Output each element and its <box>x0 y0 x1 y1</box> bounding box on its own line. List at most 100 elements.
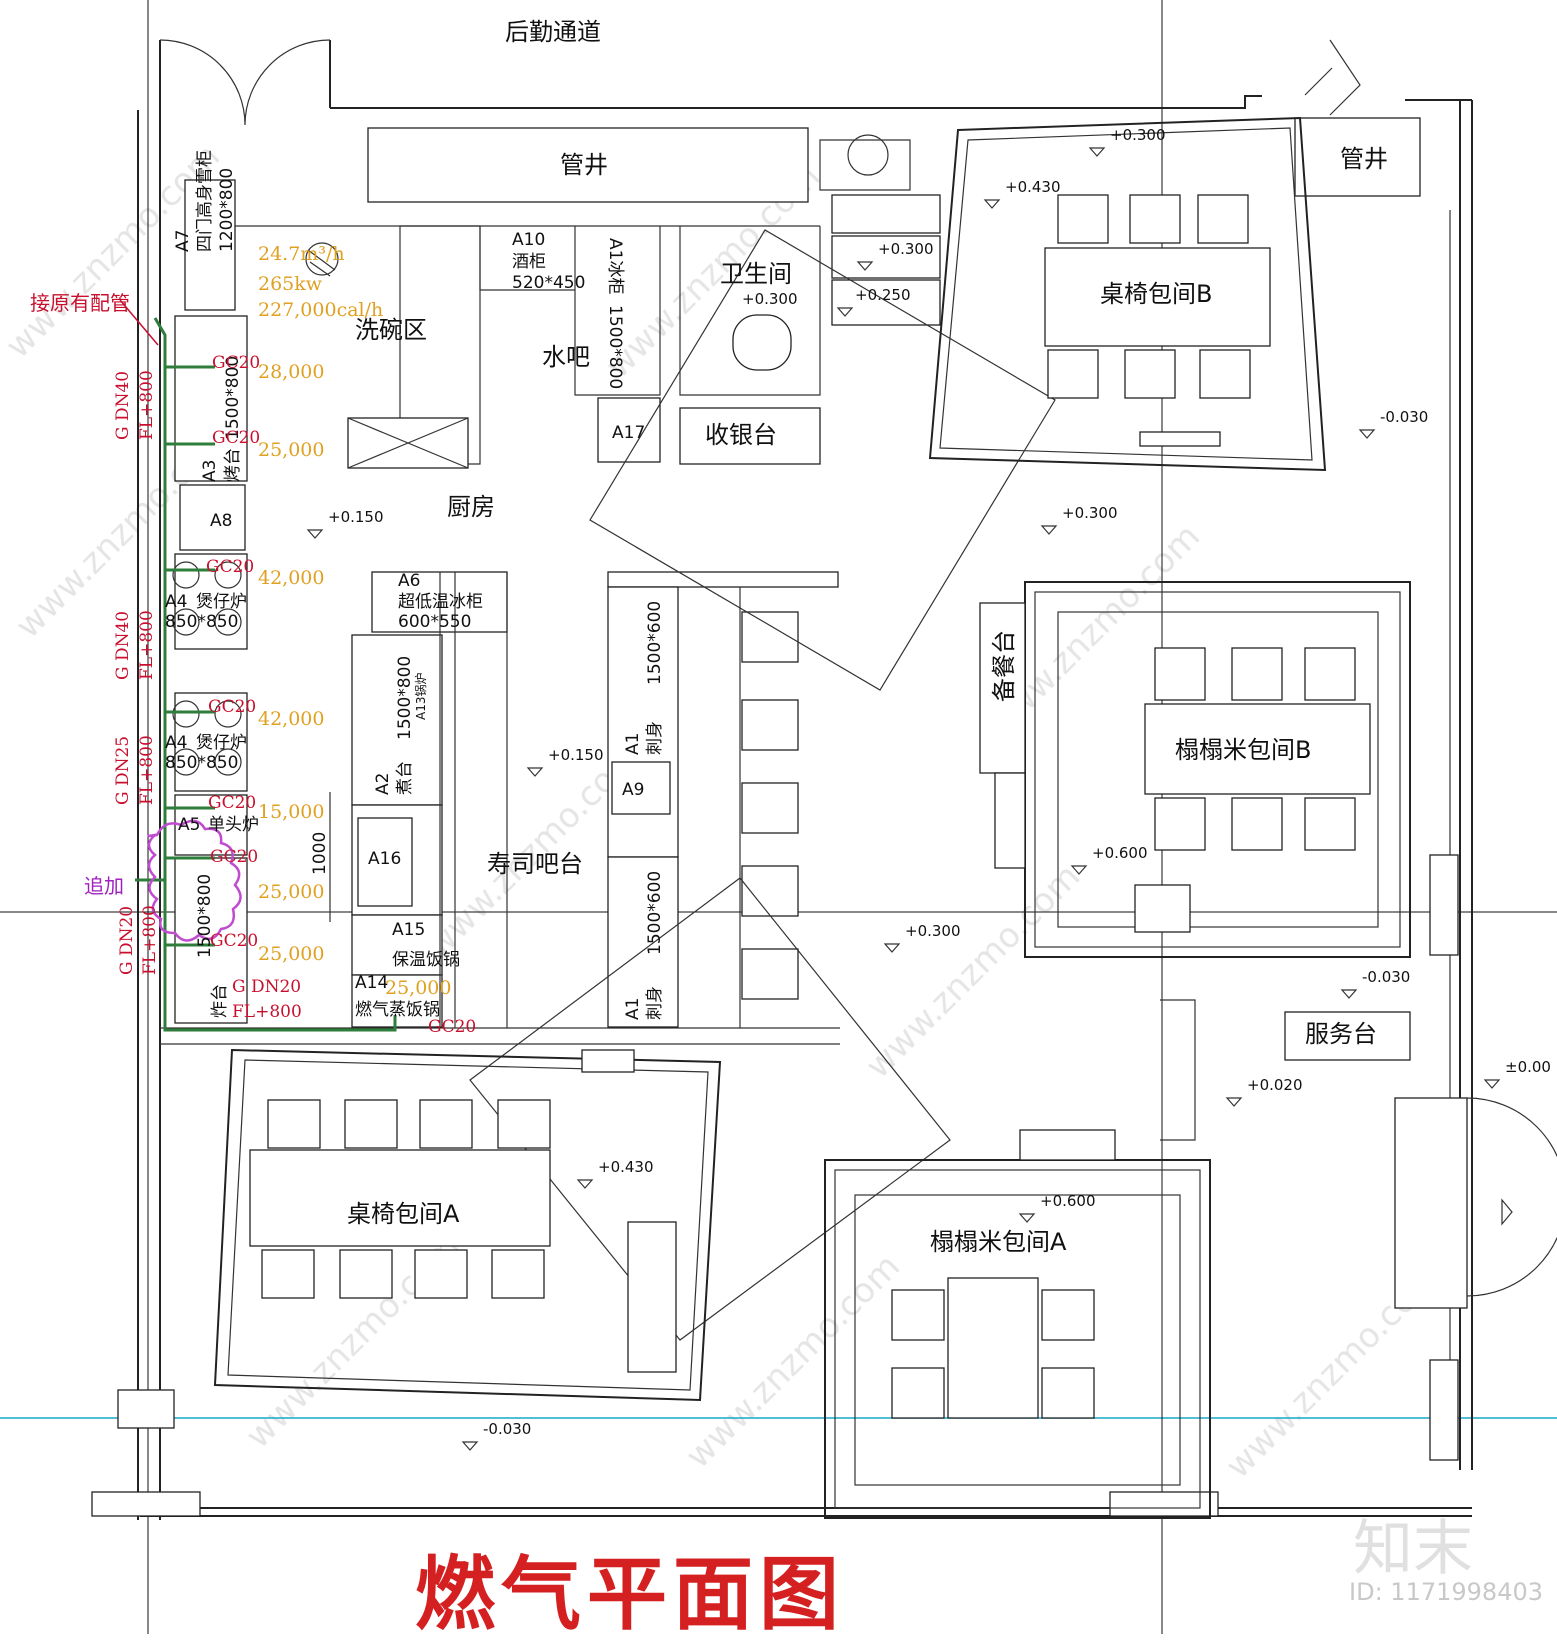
a1-sashimi-name-1: 刺身 <box>645 721 665 755</box>
equipment-labels: A7 四门高身雪柜 1200*800 A10 酒柜 520*450 A1冰柜 1… <box>165 150 665 1020</box>
elevation-label: +0.020 <box>1247 1076 1303 1094</box>
brand-logo: 知末 <box>1353 1514 1473 1584</box>
watermark-text: www.znzmo.com <box>858 856 1088 1086</box>
shaft-right-label: 管井 <box>1340 145 1388 173</box>
load-label: 42,000 <box>258 708 324 730</box>
pipe-2-fl: FL+800 <box>137 610 157 680</box>
load-label: 28,000 <box>258 361 324 383</box>
elevation-label: +0.600 <box>1092 844 1148 862</box>
a3-code: A3 <box>200 460 220 482</box>
a4-name-2: 煲仔炉 <box>196 733 247 753</box>
dimension-1000: 1000 <box>310 832 330 875</box>
shaft-left <box>367 127 809 203</box>
a4-code-1: A4 <box>165 592 187 612</box>
a15-code: A15 <box>392 920 425 940</box>
toilet-label: 卫生间 <box>720 260 792 288</box>
elevation-label: +0.250 <box>855 286 911 304</box>
a5-code: A5 <box>178 815 200 835</box>
sushi-bar-label: 寿司吧台 <box>487 850 583 878</box>
tatami-a-label: 榻榻米包间A <box>930 1228 1067 1256</box>
elevation-label: -0.030 <box>1362 968 1410 986</box>
gc-label: GC20 <box>210 931 258 951</box>
entrance <box>1160 39 1557 1461</box>
kitchen-island <box>351 571 508 1028</box>
drawing-title: 燃气平面图 <box>415 1548 845 1641</box>
dish-area-label: 洗碗区 <box>355 316 427 344</box>
a7-code: A7 <box>173 230 193 252</box>
gas-labels: 接原有配管 追加 G DN40 FL+800 G DN40 FL+800 G D… <box>30 243 476 1037</box>
a7-size: 1200*800 <box>217 168 237 252</box>
load-label: 15,000 <box>258 801 324 823</box>
gc-label: GC20 <box>210 847 258 867</box>
gc-label: GC20 <box>212 428 260 448</box>
pipe-5-fl: FL+800 <box>232 1002 302 1022</box>
private-room-b <box>928 116 1327 472</box>
a7-name: 四门高身雪柜 <box>195 150 215 252</box>
a1-sashimi-code-1: A1 <box>623 733 643 755</box>
pipe-5: G DN20 <box>232 977 301 997</box>
a4-size-2: 850*850 <box>165 753 238 773</box>
a6-code: A6 <box>398 571 420 591</box>
gc-label: GC20 <box>208 697 256 717</box>
a14-name: 燃气蒸饭锅 <box>355 1000 440 1020</box>
pipe-1-fl: FL+800 <box>137 370 157 440</box>
a15-name: 保温饭锅 <box>392 950 460 970</box>
elevation-label: +0.150 <box>328 508 384 526</box>
image-id-label: ID: 1171998403 <box>1349 1578 1543 1606</box>
room-labels: 洗碗区 水吧 卫生间 收银台 厨房 寿司吧台 桌椅包间B 桌椅包间A 榻榻米包间… <box>347 260 1377 1256</box>
a4-size-1: 850*850 <box>165 612 238 632</box>
pipe-1: G DN40 <box>113 371 133 440</box>
load-label: 25,000 <box>258 439 324 461</box>
cashier-label: 收银台 <box>705 421 777 449</box>
a6-name: 超低温冰柜 <box>398 592 483 612</box>
pipe-3: G DN25 <box>113 736 133 805</box>
a2-size: 1500*800 <box>395 656 415 740</box>
private-room-a <box>213 1048 722 1402</box>
service-station-label: 服务台 <box>1305 1020 1377 1048</box>
sushi-bar <box>469 229 1056 1341</box>
water-bar-label: 水吧 <box>542 343 590 371</box>
load-label: 42,000 <box>258 567 324 589</box>
a2-name: 煮台 <box>395 761 415 795</box>
kitchen-walls <box>230 134 941 469</box>
elevation-label: +0.600 <box>1040 1192 1096 1210</box>
private-a-label: 桌椅包间A <box>347 1200 460 1228</box>
meter-power: 265kw <box>258 273 323 295</box>
elevation-label: +0.430 <box>598 1158 654 1176</box>
kitchen-label: 厨房 <box>447 493 495 521</box>
a1-sashimi-code-2: A1 <box>623 998 643 1020</box>
load-label: 25,000 <box>258 881 324 903</box>
shaft-left-label: 管井 <box>560 151 608 179</box>
elevation-marks: +0.300 +0.430 +0.300 +0.250 +0.300 -0.03… <box>306 126 1551 1451</box>
a9-label: A9 <box>622 780 644 800</box>
a14-code: A14 <box>355 973 388 993</box>
watermark-text: www.znzmo.com <box>678 1246 908 1476</box>
a1-sashimi-size-1: 1500*600 <box>645 601 665 685</box>
pipe-4-fl: FL+800 <box>140 905 160 975</box>
gc-label: GC20 <box>428 1017 476 1037</box>
fry-size: 1500*800 <box>195 874 215 958</box>
meter-heat: 227,000cal/h <box>258 299 383 321</box>
pipe-2: G DN40 <box>113 611 133 680</box>
a4-code-2: A4 <box>165 733 187 753</box>
elevation-label: +0.300 <box>1062 504 1118 522</box>
a6-size: 600*550 <box>398 612 471 632</box>
a17-label: A17 <box>612 423 645 443</box>
a1-sashimi-size-2: 1500*600 <box>645 871 665 955</box>
a16-label: A16 <box>368 849 401 869</box>
elevation-label: ±0.00 <box>1505 1058 1551 1076</box>
corridor-label: 后勤通道 <box>505 18 601 46</box>
cooking-line <box>160 179 840 1045</box>
elevation-label: -0.030 <box>483 1420 531 1438</box>
a5-name: 单头炉 <box>208 815 259 835</box>
gas-meter-icon <box>305 242 339 276</box>
a10-code: A10 <box>512 230 545 250</box>
load-label: 25,000 <box>258 943 324 965</box>
a10-size: 520*450 <box>512 273 585 293</box>
elevation-label: +0.300 <box>878 240 934 258</box>
meter-flow: 24.7m³/h <box>258 243 345 265</box>
pipe-4: G DN20 <box>117 906 137 975</box>
elevation-label: -0.030 <box>1380 408 1428 426</box>
elevation-label: +0.150 <box>548 746 604 764</box>
